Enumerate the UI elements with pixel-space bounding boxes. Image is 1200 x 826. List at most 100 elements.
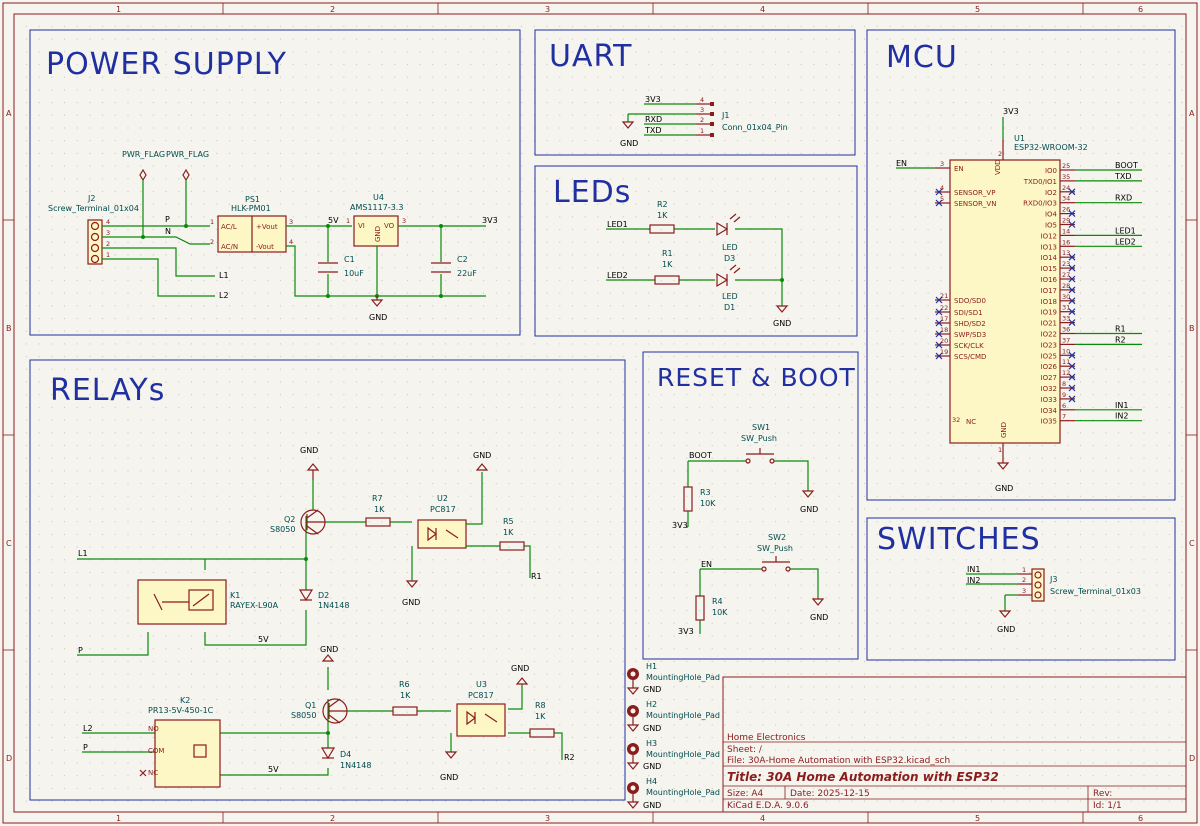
- q2-value: S8050: [270, 525, 295, 534]
- j1-connector-pins: [696, 102, 714, 137]
- u1-pin-name: TXD0/IO1: [1023, 178, 1057, 186]
- u4-ams1117: [353, 215, 399, 247]
- u1-pin-num: 25: [1062, 162, 1070, 170]
- u1-gnd-pin: GND: [1000, 422, 1008, 438]
- sw2-ref: SW2: [768, 533, 786, 542]
- u1-pin-name: IO17: [1041, 287, 1057, 295]
- sw1-gnd-label: GND: [800, 505, 818, 514]
- u1-pin-num: 17: [940, 315, 948, 323]
- r6-resistor: [392, 706, 418, 716]
- u1-pin-num: 12: [1062, 369, 1070, 377]
- u1-pin-name: IO15: [1041, 265, 1057, 273]
- r4-resistor: [695, 595, 705, 621]
- h3-ref: H3: [646, 739, 657, 748]
- tb-id: Id: 1/1: [1093, 801, 1122, 811]
- u1-pin-name: IO12: [1041, 232, 1057, 240]
- reset-section-box: [642, 351, 859, 660]
- u1-net-label: RXD: [1115, 194, 1132, 203]
- u2-ref: U2: [437, 494, 448, 503]
- power-gnd-label: GND: [369, 313, 387, 322]
- no-connect-icon: [1068, 351, 1076, 359]
- u1-pin-name: IO14: [1041, 254, 1058, 262]
- u1-pin-num: 29: [1062, 217, 1070, 225]
- u1-pin-num: 26: [1062, 206, 1070, 214]
- k2-pin-no: NO: [148, 725, 159, 733]
- h4-value: MountingHole_Pad: [646, 788, 720, 797]
- u1-pin-name: IO5: [1045, 222, 1057, 230]
- mcu-gnd-label: GND: [995, 484, 1013, 493]
- uart-net-txd: TXD: [644, 126, 662, 135]
- ps1-pin2: 2: [210, 238, 214, 246]
- u1-pin-name: IO4: [1045, 211, 1058, 219]
- 5v-and-gnd-wires: [286, 225, 486, 297]
- u1-pin-name: IO22: [1041, 331, 1057, 339]
- u1-net-label: LED1: [1115, 226, 1136, 235]
- u3-gnd-label-2: GND: [440, 773, 458, 782]
- u1-pin-num: 16: [1062, 238, 1070, 246]
- r5-ref: R5: [503, 517, 514, 526]
- tb-date: Date: 2025-12-15: [790, 789, 870, 799]
- u1-pin-num: 4: [940, 184, 944, 192]
- u4-pin3: 3: [402, 217, 406, 225]
- u1-pin-name: SDI/SD1: [954, 309, 983, 317]
- u1-vdd-num: 2: [998, 150, 1002, 158]
- frame-row-b-right: B: [1189, 324, 1195, 333]
- u1-pin-name: SENSOR_VN: [954, 200, 996, 208]
- mcu-3v3-label: 3V3: [1003, 107, 1019, 116]
- uart-wires: [627, 103, 696, 136]
- d3-led-icon: [716, 213, 741, 237]
- mcu-circuit: U1 ESP32-WROOM-32 3V3 VDD 2 GND 1 GND NC…: [896, 107, 1142, 493]
- power-gnd-symbol: [370, 296, 384, 307]
- frame-col-1: 1: [116, 5, 121, 14]
- switch-net-in2: IN2: [967, 576, 980, 585]
- uart-circuit: 3V3 RXD TXD GND 4 3 2 1 J1 Conn_01x04_Pi…: [620, 95, 788, 148]
- tb-sheet: Sheet: /: [727, 745, 763, 755]
- r6-value: 1K: [400, 691, 411, 700]
- pwr-flag-1-label: PWR_FLAG: [122, 150, 165, 159]
- frame-col-2-bottom: 2: [330, 814, 335, 823]
- u4-value: AMS1117-3.3: [350, 203, 403, 212]
- d3-value: LED: [722, 243, 738, 252]
- no-connect-icon: [1068, 275, 1076, 283]
- u1-pin-name: IO33: [1041, 396, 1057, 404]
- u3-value: PC817: [468, 691, 494, 700]
- u1-pin-name: RXD0/IO3: [1023, 200, 1057, 208]
- mcu-section-box: [866, 29, 1176, 501]
- sw1-wires: [686, 460, 809, 528]
- j2-ref: J2: [87, 194, 95, 203]
- u3-pc817-body: [456, 703, 506, 737]
- u1-left-pins: EN3SENSOR_VP4SENSOR_VN5SDO/SD021SDI/SD12…: [935, 160, 996, 361]
- u2-pc817-body: [417, 519, 467, 549]
- relays-section-title: RELAYs: [50, 373, 165, 408]
- h4-gnd: GND: [643, 801, 661, 810]
- reset-section-title: RESET & BOOT: [657, 363, 856, 392]
- sw2-gnd-label: GND: [810, 613, 828, 622]
- u1-pin-num: 31: [1062, 304, 1070, 312]
- r1-value: 1K: [662, 260, 673, 269]
- net-3v3: 3V3: [482, 216, 498, 225]
- r1-ref: R1: [662, 249, 673, 258]
- u1-ref: U1: [1014, 134, 1025, 143]
- j2-value: Screw_Terminal_01x04: [48, 204, 139, 213]
- ps1-value: HLK-PM01: [231, 204, 271, 213]
- u3-wires: [347, 684, 563, 760]
- d4-ref: D4: [340, 750, 351, 759]
- relay-net-l2: L2: [83, 724, 93, 733]
- r6-ref: R6: [399, 680, 410, 689]
- d2-diode-icon: [298, 589, 314, 602]
- u1-pin-num: 36: [1062, 326, 1070, 334]
- u1-pin-num: 13: [1062, 249, 1070, 257]
- u1-pin-num: 19: [940, 348, 948, 356]
- ps1-pin-acl: AC/L: [221, 223, 237, 231]
- q2-gnd-label: GND: [300, 446, 318, 455]
- u1-pin-num: 21: [940, 292, 948, 300]
- u1-pin-name: SCS/CMD: [954, 353, 986, 361]
- u1-pin-num: 11: [1062, 358, 1070, 366]
- u1-pin-name: IO18: [1041, 298, 1057, 306]
- u1-pin-name: SCK/CLK: [954, 342, 984, 350]
- ps1-pin1: 1: [210, 218, 214, 226]
- relay-net-p2: P: [83, 743, 88, 752]
- j1-value: Conn_01x04_Pin: [722, 123, 788, 132]
